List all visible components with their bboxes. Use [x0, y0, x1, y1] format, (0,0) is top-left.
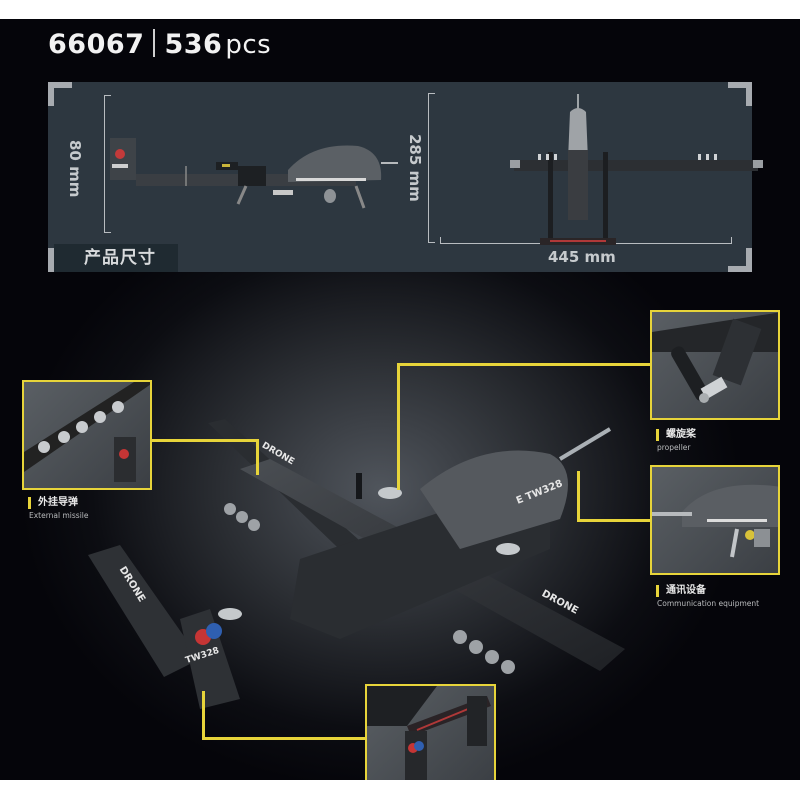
connector-line: [202, 691, 205, 739]
width-label: 445 mm: [548, 248, 616, 266]
caption-en: Communication equipment: [657, 599, 760, 608]
model-number: 66067: [48, 29, 145, 60]
title-divider: [153, 29, 156, 57]
caption-zh: 外挂导弹: [28, 497, 89, 509]
connector-line: [577, 471, 580, 521]
missile-closeup-icon: [24, 382, 150, 482]
propeller-closeup-icon: [652, 312, 778, 403]
caption-communication-equipment: 通讯设备 Communication equipment: [656, 585, 759, 608]
caption-zh: 螺旋桨: [656, 429, 696, 441]
connector-line: [577, 519, 650, 522]
dimensions-panel: 80 mm 285 mm 445 mm: [48, 82, 763, 272]
callout-communication-image: [650, 465, 780, 575]
side-height-label: 80 mm: [66, 140, 84, 198]
caption-propeller: 螺旋桨 propeller: [656, 429, 696, 452]
corner-mark: [728, 248, 752, 272]
caption-external-missile: 外挂导弹 External missile: [28, 497, 89, 520]
height-bracket-top: [428, 93, 435, 243]
top-height-label: 285 mm: [406, 134, 424, 202]
caption-en: propeller: [657, 443, 691, 452]
corner-mark: [48, 82, 72, 106]
corner-mark: [728, 82, 752, 106]
dimensions-label: 产品尺寸: [54, 244, 178, 272]
connector-line: [398, 363, 650, 366]
piece-unit: pcs: [225, 30, 272, 60]
communication-closeup-icon: [652, 484, 778, 558]
caption-en: External missile: [29, 511, 89, 520]
callout-external-missile-image: [22, 380, 152, 490]
connector-line: [152, 439, 258, 442]
piece-count: 536: [164, 29, 223, 60]
height-bracket-side: [104, 95, 111, 233]
caption-zh: 通讯设备: [656, 585, 759, 597]
callout-tail-detail-image: [365, 684, 496, 780]
top-view-drone-image: [510, 94, 763, 245]
side-view-drone-image: [110, 138, 398, 209]
main-drone-image: [88, 419, 625, 709]
connector-line: [202, 737, 365, 740]
connector-line: [397, 363, 400, 490]
connector-line: [256, 439, 259, 475]
product-banner: 66067 536 pcs 80 mm: [0, 19, 800, 780]
product-title: 66067 536 pcs: [48, 25, 271, 60]
callout-propeller-image: [650, 310, 780, 420]
tail-closeup-icon: [367, 686, 491, 780]
